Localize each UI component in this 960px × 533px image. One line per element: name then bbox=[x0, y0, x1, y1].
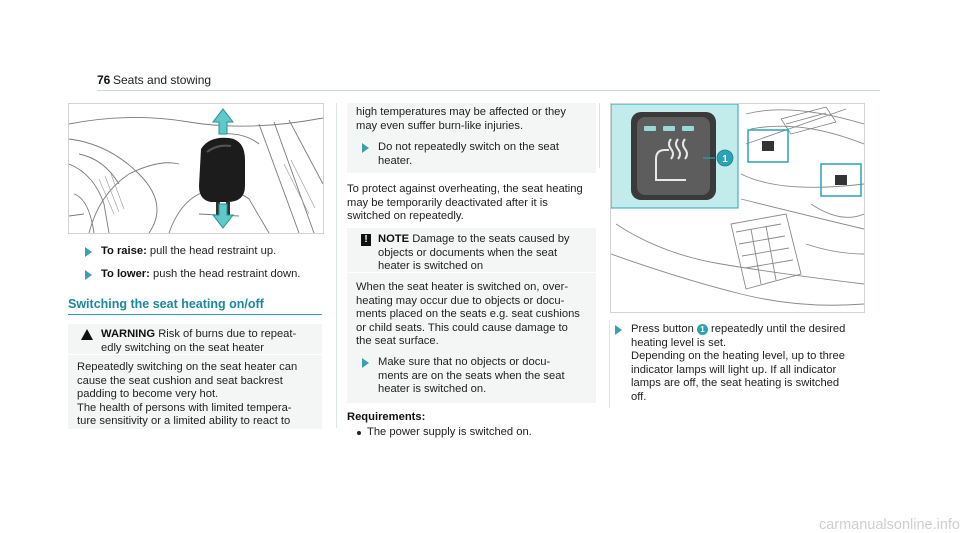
watermark: carmanualsonline.info bbox=[818, 517, 960, 533]
press-button-bullet bbox=[615, 325, 622, 335]
raise-text: pull the head restraint up. bbox=[149, 245, 277, 257]
callout-1-badge: 1 bbox=[696, 323, 708, 335]
warning-step-line: heater. bbox=[378, 154, 413, 167]
note-step-line: Make sure that no objects or docu- bbox=[378, 356, 551, 368]
warning-cont-line: may even suffer burn-like injuries. bbox=[356, 119, 524, 132]
note-step-line: ments are on the seats when the seat bbox=[378, 369, 565, 382]
note-body-line: or child seats. This could cause damage … bbox=[356, 321, 568, 334]
paragraph-line: To protect against overheating, the seat… bbox=[347, 183, 583, 195]
warning-body-line: cause the seat cushion and seat backrest bbox=[77, 374, 283, 387]
step-line-1: Press button 1 repeatedly until the desi… bbox=[631, 323, 871, 337]
overheating-paragraph: To protect against overheating, the seat… bbox=[347, 183, 596, 224]
note-body-line: When the seat heater is switched on, ove… bbox=[356, 281, 569, 293]
note-label: NOTE bbox=[378, 233, 410, 245]
warning-step-line: Do not repeatedly switch on the seat bbox=[378, 141, 559, 153]
raise-bullet bbox=[85, 247, 92, 257]
lower-bullet bbox=[85, 270, 92, 280]
step-line: heating level is set. bbox=[631, 336, 727, 349]
lower-text: push the head restraint down. bbox=[153, 268, 301, 280]
warning-cont-line: high temperatures may be affected or the… bbox=[356, 106, 566, 118]
warning-title-2: edly switching on the seat heater bbox=[101, 341, 264, 354]
lower-label: To lower: bbox=[101, 268, 150, 280]
warning-title-1: Risk of burns due to repeat- bbox=[158, 328, 297, 340]
warning-body-line: padding to become very hot. bbox=[77, 388, 219, 400]
note-title-3: heater is switched on bbox=[378, 260, 484, 272]
requirement-item: The power supply is switched on. bbox=[367, 426, 532, 438]
column-divider-3 bbox=[609, 320, 610, 408]
note-step-bullet bbox=[362, 358, 369, 368]
column-divider-1 bbox=[336, 103, 337, 428]
warning-body-line: ture sensitivity or a limited ability to… bbox=[77, 415, 291, 427]
note-step-line: heater is switched on. bbox=[378, 383, 487, 395]
head-restraint-figure bbox=[68, 103, 324, 234]
step-line: off. bbox=[631, 390, 647, 403]
press-button-step: Press button 1 repeatedly until the desi… bbox=[631, 323, 871, 404]
seat-heater-button-figure: 1 bbox=[610, 103, 865, 313]
warning-box-continued bbox=[347, 103, 596, 173]
warning-label: WARNING bbox=[101, 328, 156, 340]
warning-body-line: The health of persons with limited tempe… bbox=[77, 401, 292, 414]
lower-step: To lower: push the head restraint down. bbox=[101, 268, 300, 282]
note-title-1: Damage to the seats caused by bbox=[412, 233, 570, 245]
step-text-a: Press button bbox=[631, 323, 694, 335]
warning-body: Repeatedly switching on the seat heater … bbox=[77, 361, 319, 429]
step-line: Depending on the heating level, up to th… bbox=[631, 350, 845, 362]
note-title: NOTE Damage to the seats caused by objec… bbox=[378, 233, 592, 274]
requirements-label: Requirements: bbox=[347, 411, 426, 423]
heading-underline bbox=[68, 314, 322, 315]
note-box bbox=[347, 228, 596, 403]
warning-step-bullet bbox=[362, 143, 369, 153]
requirement-bullet bbox=[357, 431, 361, 435]
paragraph-line: may be temporarily deactivated after it … bbox=[347, 196, 548, 209]
warning-body-line: Repeatedly switching on the seat heater … bbox=[77, 361, 298, 373]
note-body-line: ments placed on the seats e.g. seat cush… bbox=[356, 308, 580, 320]
warning-continued: high temperatures may be affected or the… bbox=[356, 106, 592, 133]
figure-callout-number: 1 bbox=[722, 154, 728, 165]
warning-step: Do not repeatedly switch on the seat hea… bbox=[378, 141, 592, 168]
paragraph-line: switched on repeatedly. bbox=[347, 210, 464, 222]
warning-separator bbox=[68, 354, 322, 355]
warning-icon bbox=[81, 329, 93, 340]
step-line: lamps are off, the seat heating is switc… bbox=[631, 377, 840, 389]
step-text-b: repeatedly until the desired bbox=[711, 323, 846, 335]
note-body-line: the seat surface. bbox=[356, 335, 439, 347]
seat-heating-heading: Switching the seat heating on/off bbox=[68, 297, 264, 311]
step-line: indicator lamps will light up. If all in… bbox=[631, 363, 837, 376]
raise-label: To raise: bbox=[101, 245, 147, 257]
note-separator bbox=[347, 272, 596, 273]
raise-step: To raise: pull the head restraint up. bbox=[101, 245, 276, 259]
note-title-2: objects or documents when the seat bbox=[378, 246, 558, 259]
page-number: 76 bbox=[97, 73, 111, 87]
header-divider bbox=[97, 90, 880, 91]
note-icon: ! bbox=[361, 234, 371, 246]
note-step: Make sure that no objects or docu- ments… bbox=[378, 356, 592, 397]
column-divider-2 bbox=[599, 103, 600, 168]
note-body: When the seat heater is switched on, ove… bbox=[356, 281, 594, 349]
section-title: Seats and stowing bbox=[113, 73, 212, 87]
note-body-line: heating may occur due to objects or docu… bbox=[356, 294, 565, 307]
warning-title: WARNING Risk of burns due to repeat- edl… bbox=[101, 328, 316, 355]
warning-box bbox=[68, 324, 322, 429]
